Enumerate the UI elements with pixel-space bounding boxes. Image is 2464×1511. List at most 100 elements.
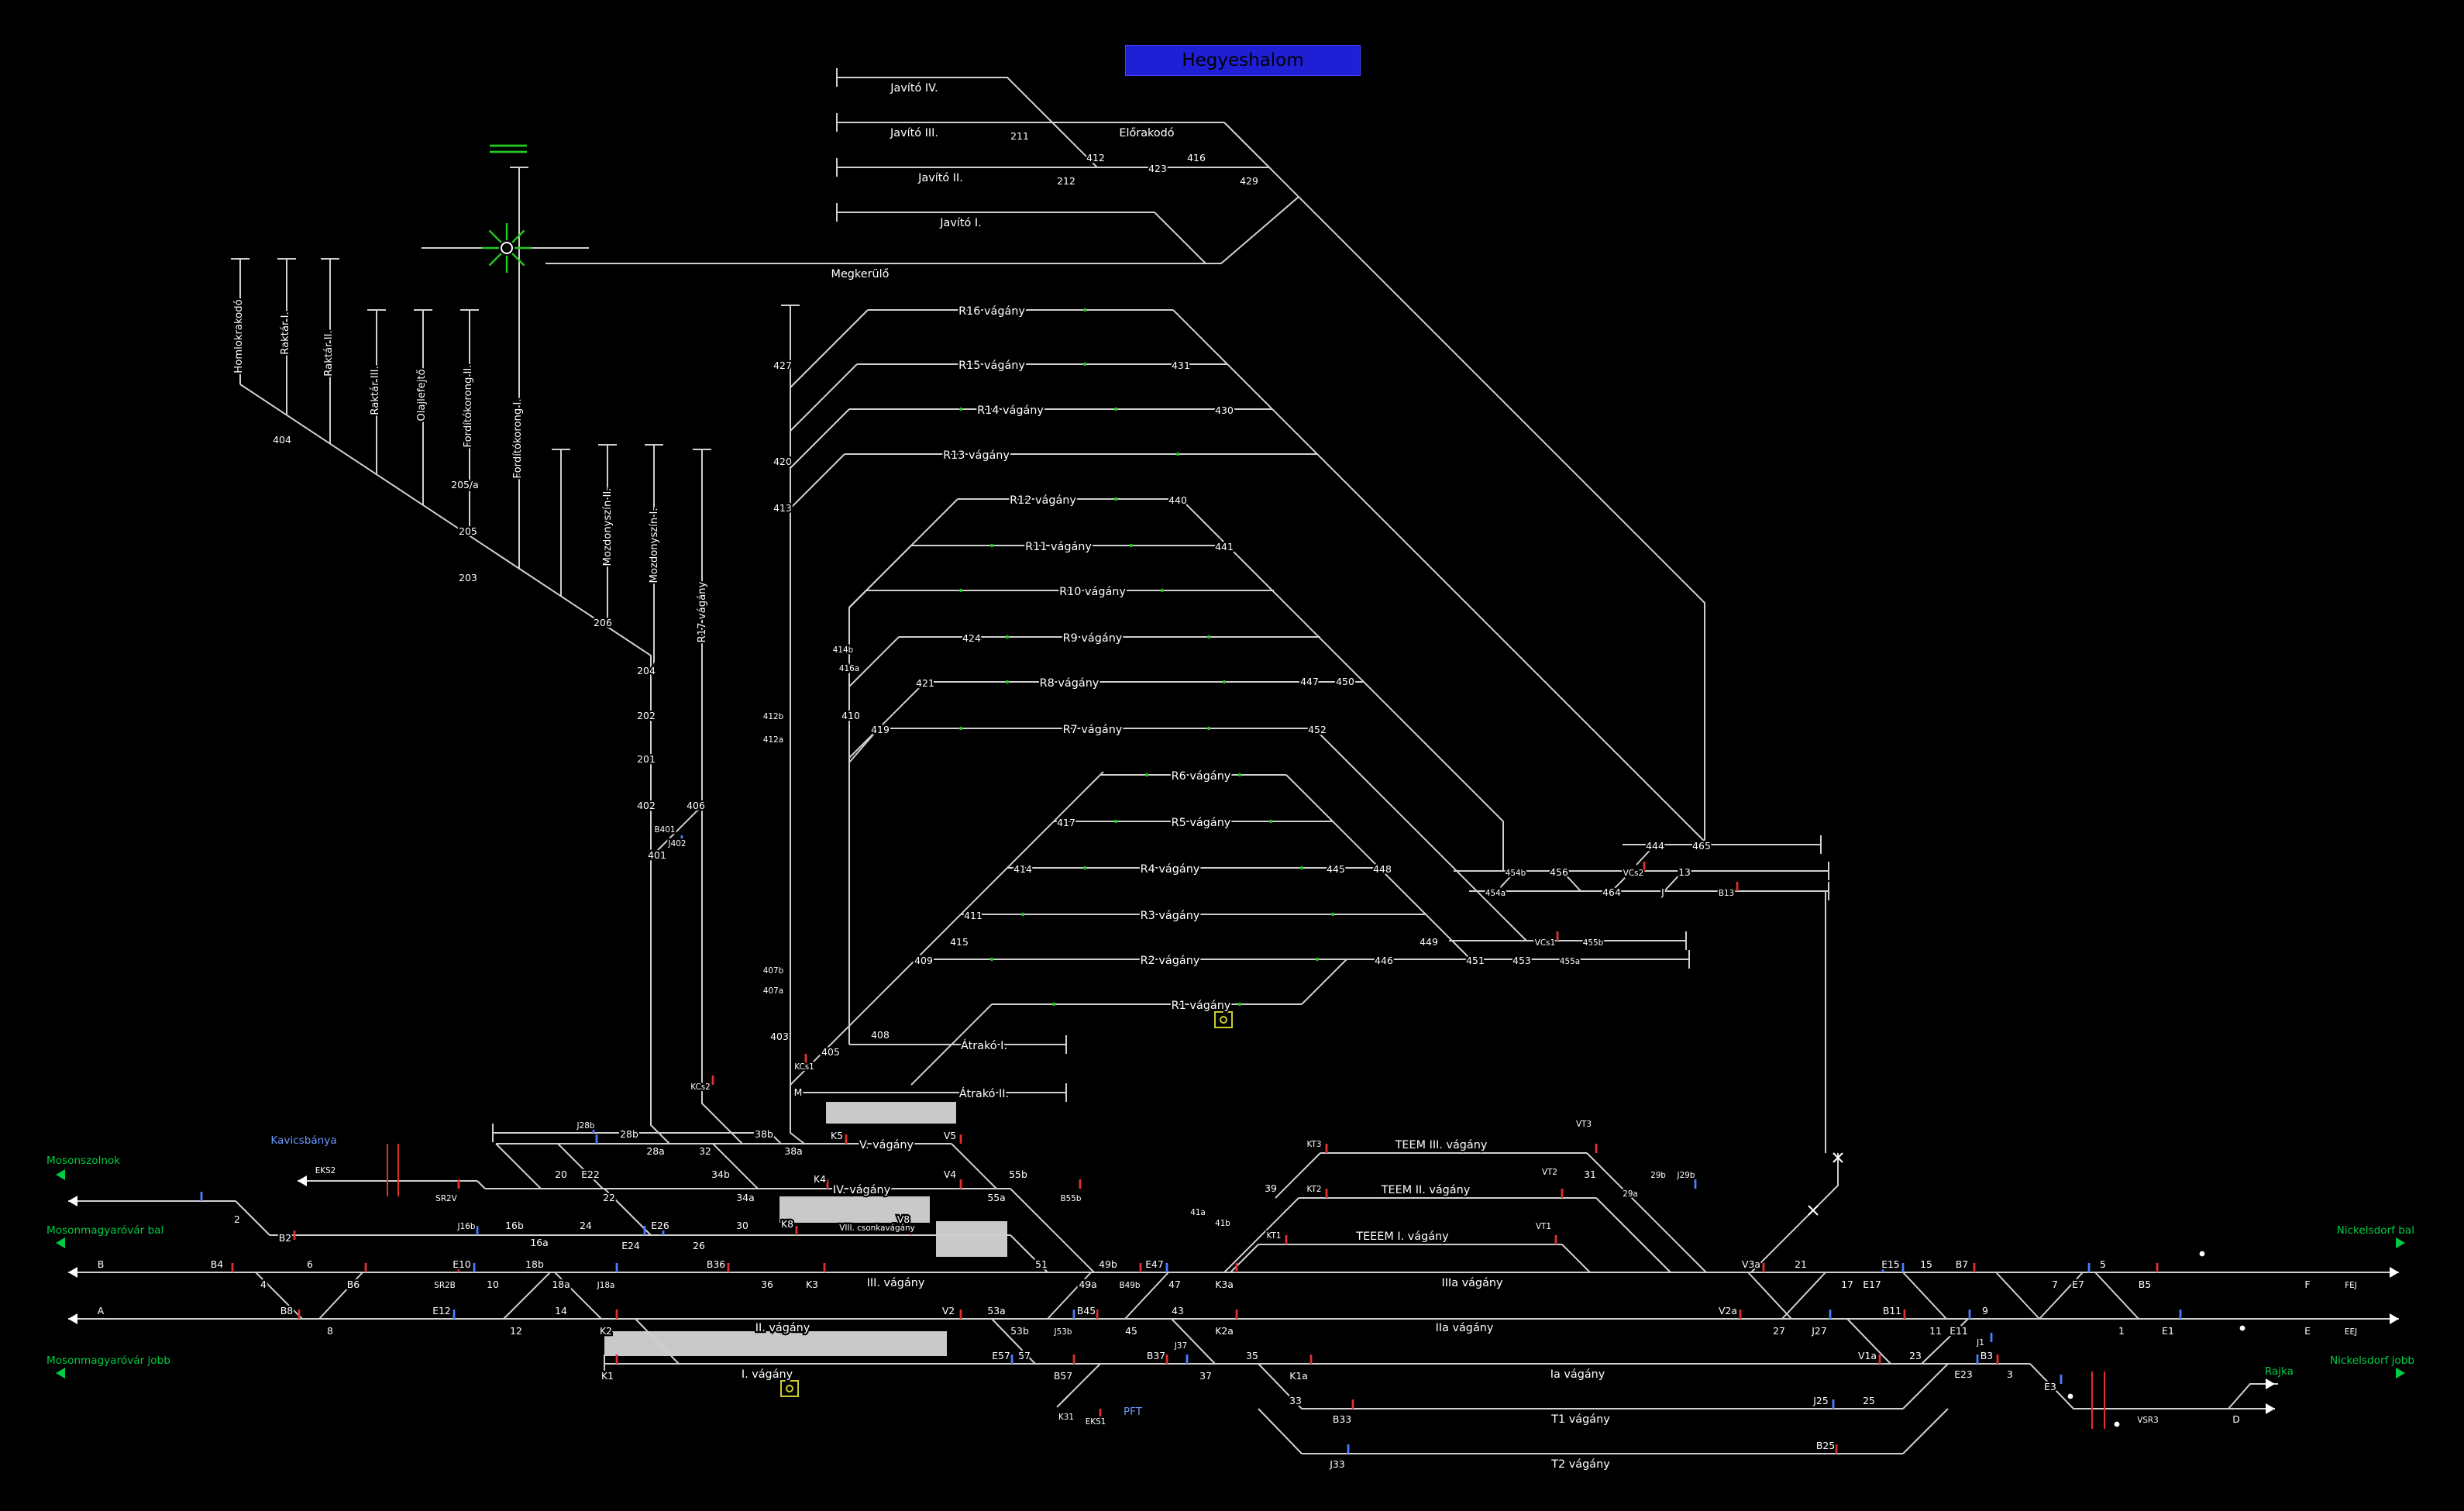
element-id-label[interactable]: 20 — [553, 1167, 569, 1182]
element-id-label[interactable]: 454a — [1484, 887, 1508, 900]
element-id-label[interactable]: 402 — [635, 798, 657, 813]
element-id-label[interactable]: 41b — [1213, 1217, 1233, 1230]
element-id-label[interactable]: K1a — [1288, 1368, 1309, 1383]
element-id-label[interactable]: 13 — [1677, 865, 1692, 879]
element-id-label[interactable]: 18a — [550, 1277, 572, 1292]
element-id-label[interactable]: 449 — [1418, 934, 1440, 949]
element-id-label[interactable]: 204 — [635, 663, 657, 678]
element-id-label[interactable]: 55a — [986, 1190, 1007, 1205]
element-id-label[interactable]: 414b — [831, 644, 855, 656]
element-id-label[interactable]: K4 — [812, 1172, 828, 1186]
element-id-label[interactable]: 417 — [1055, 815, 1077, 830]
element-id-label[interactable]: 403 — [769, 1029, 790, 1044]
element-id-label[interactable]: V3a — [1740, 1257, 1762, 1272]
element-id-label[interactable]: J28b — [574, 1120, 597, 1132]
element-id-label[interactable]: 401 — [646, 848, 668, 862]
element-id-label[interactable]: EKS2 — [314, 1165, 338, 1177]
element-id-label[interactable]: 420 — [772, 454, 793, 469]
element-id-label[interactable]: E26 — [649, 1218, 671, 1233]
element-id-label[interactable]: 416 — [1186, 150, 1207, 165]
element-id-label[interactable]: 32 — [697, 1144, 713, 1158]
element-id-label[interactable]: B6 — [346, 1277, 362, 1292]
element-id-label[interactable]: K5 — [829, 1128, 845, 1143]
element-id-label[interactable]: J — [1659, 885, 1666, 900]
element-id-label[interactable]: E10 — [451, 1257, 473, 1272]
element-id-label[interactable]: VT2 — [1540, 1166, 1559, 1179]
element-id-label[interactable]: E23 — [1953, 1367, 1974, 1382]
element-id-label[interactable]: 430 — [1213, 403, 1235, 418]
element-id-label[interactable]: J18a — [594, 1279, 616, 1292]
element-id-label[interactable]: V2a — [1717, 1303, 1739, 1318]
element-id-label[interactable]: 423 — [1147, 161, 1168, 176]
element-id-label[interactable]: 3 — [2005, 1367, 2015, 1382]
element-id-label[interactable]: KT3 — [1305, 1138, 1323, 1151]
element-id-label[interactable]: 404 — [271, 432, 293, 447]
element-id-label[interactable]: K1 — [600, 1368, 615, 1383]
element-id-label[interactable]: E15 — [1880, 1257, 1901, 1272]
element-id-label[interactable]: B33 — [1331, 1412, 1354, 1427]
element-id-label[interactable]: EKS1 — [1084, 1416, 1108, 1428]
element-id-label[interactable]: 206 — [592, 615, 614, 630]
element-id-label[interactable]: A — [96, 1303, 106, 1318]
element-id-label[interactable]: 411 — [962, 908, 984, 923]
element-id-label[interactable]: B4 — [209, 1257, 225, 1272]
element-id-label[interactable]: 412 — [1085, 150, 1106, 165]
element-id-label[interactable]: VCs1 — [1533, 937, 1557, 949]
element-id-label[interactable]: 205 — [457, 524, 479, 539]
element-id-label[interactable]: J29b — [1674, 1169, 1697, 1182]
element-id-label[interactable]: B7 — [1954, 1257, 1970, 1272]
element-id-label[interactable]: 413 — [772, 501, 793, 515]
element-id-label[interactable]: 16a — [528, 1235, 550, 1250]
element-id-label[interactable]: 416a — [838, 663, 862, 675]
element-id-label[interactable]: KT1 — [1265, 1230, 1282, 1242]
element-id-label[interactable]: 8 — [325, 1323, 335, 1338]
element-id-label[interactable]: B57 — [1052, 1368, 1075, 1383]
element-id-label[interactable]: KCs2 — [689, 1081, 712, 1093]
element-id-label[interactable]: M — [792, 1085, 804, 1100]
element-id-label[interactable]: SR2B — [432, 1279, 457, 1292]
element-id-label[interactable]: 51 — [1034, 1257, 1049, 1272]
element-id-label[interactable]: B8 — [279, 1303, 295, 1318]
element-id-label[interactable]: F — [2303, 1277, 2312, 1292]
element-id-label[interactable]: 53b — [1009, 1323, 1031, 1338]
element-id-label[interactable]: VT3 — [1574, 1118, 1593, 1131]
element-id-label[interactable]: E — [2303, 1323, 2312, 1338]
element-id-label[interactable]: E24 — [620, 1238, 642, 1253]
element-id-label[interactable]: 55b — [1007, 1167, 1029, 1182]
element-id-label[interactable]: 22 — [601, 1190, 617, 1205]
element-id-label[interactable]: 448 — [1371, 862, 1393, 876]
element-id-label[interactable]: 29b — [1649, 1169, 1668, 1182]
element-id-label[interactable]: 4 — [259, 1277, 268, 1292]
element-id-label[interactable]: V4 — [942, 1167, 958, 1182]
element-id-label[interactable]: E17 — [1861, 1277, 1883, 1292]
element-id-label[interactable]: J27 — [1809, 1323, 1829, 1338]
element-id-label[interactable]: 445 — [1325, 862, 1347, 876]
element-id-label[interactable]: 27 — [1771, 1323, 1787, 1338]
element-id-label[interactable]: 415 — [948, 934, 970, 949]
element-id-label[interactable]: 410 — [840, 708, 862, 723]
element-id-label[interactable]: K3a — [1213, 1277, 1235, 1292]
element-id-label[interactable]: 23 — [1908, 1348, 1923, 1363]
element-id-label[interactable]: 421 — [914, 676, 936, 690]
element-id-label[interactable]: 30 — [735, 1218, 750, 1233]
element-id-label[interactable]: 10 — [485, 1277, 501, 1292]
element-id-label[interactable]: 17 — [1839, 1277, 1855, 1292]
element-id-label[interactable]: E11 — [1948, 1323, 1970, 1338]
element-id-label[interactable]: B2 — [277, 1230, 294, 1245]
element-id-label[interactable]: B55b — [1058, 1193, 1083, 1205]
element-id-label[interactable]: VSR3 — [2135, 1414, 2160, 1427]
element-id-label[interactable]: 25 — [1861, 1393, 1877, 1408]
element-id-label[interactable]: 53a — [986, 1303, 1007, 1318]
element-id-label[interactable]: 26 — [691, 1238, 707, 1253]
element-id-label[interactable]: K2 — [598, 1323, 614, 1338]
element-id-label[interactable]: 21 — [1793, 1257, 1808, 1272]
element-id-label[interactable]: E22 — [580, 1167, 601, 1182]
element-id-label[interactable]: E3 — [2042, 1379, 2058, 1394]
element-id-label[interactable]: 47 — [1167, 1277, 1182, 1292]
element-id-label[interactable]: 33 — [1288, 1393, 1303, 1408]
element-id-label[interactable]: 34a — [735, 1190, 756, 1205]
element-id-label[interactable]: 24 — [578, 1218, 594, 1233]
element-id-label[interactable]: 28b — [618, 1127, 640, 1141]
element-id-label[interactable]: 212 — [1055, 174, 1077, 188]
element-id-label[interactable]: 455b — [1581, 937, 1605, 949]
